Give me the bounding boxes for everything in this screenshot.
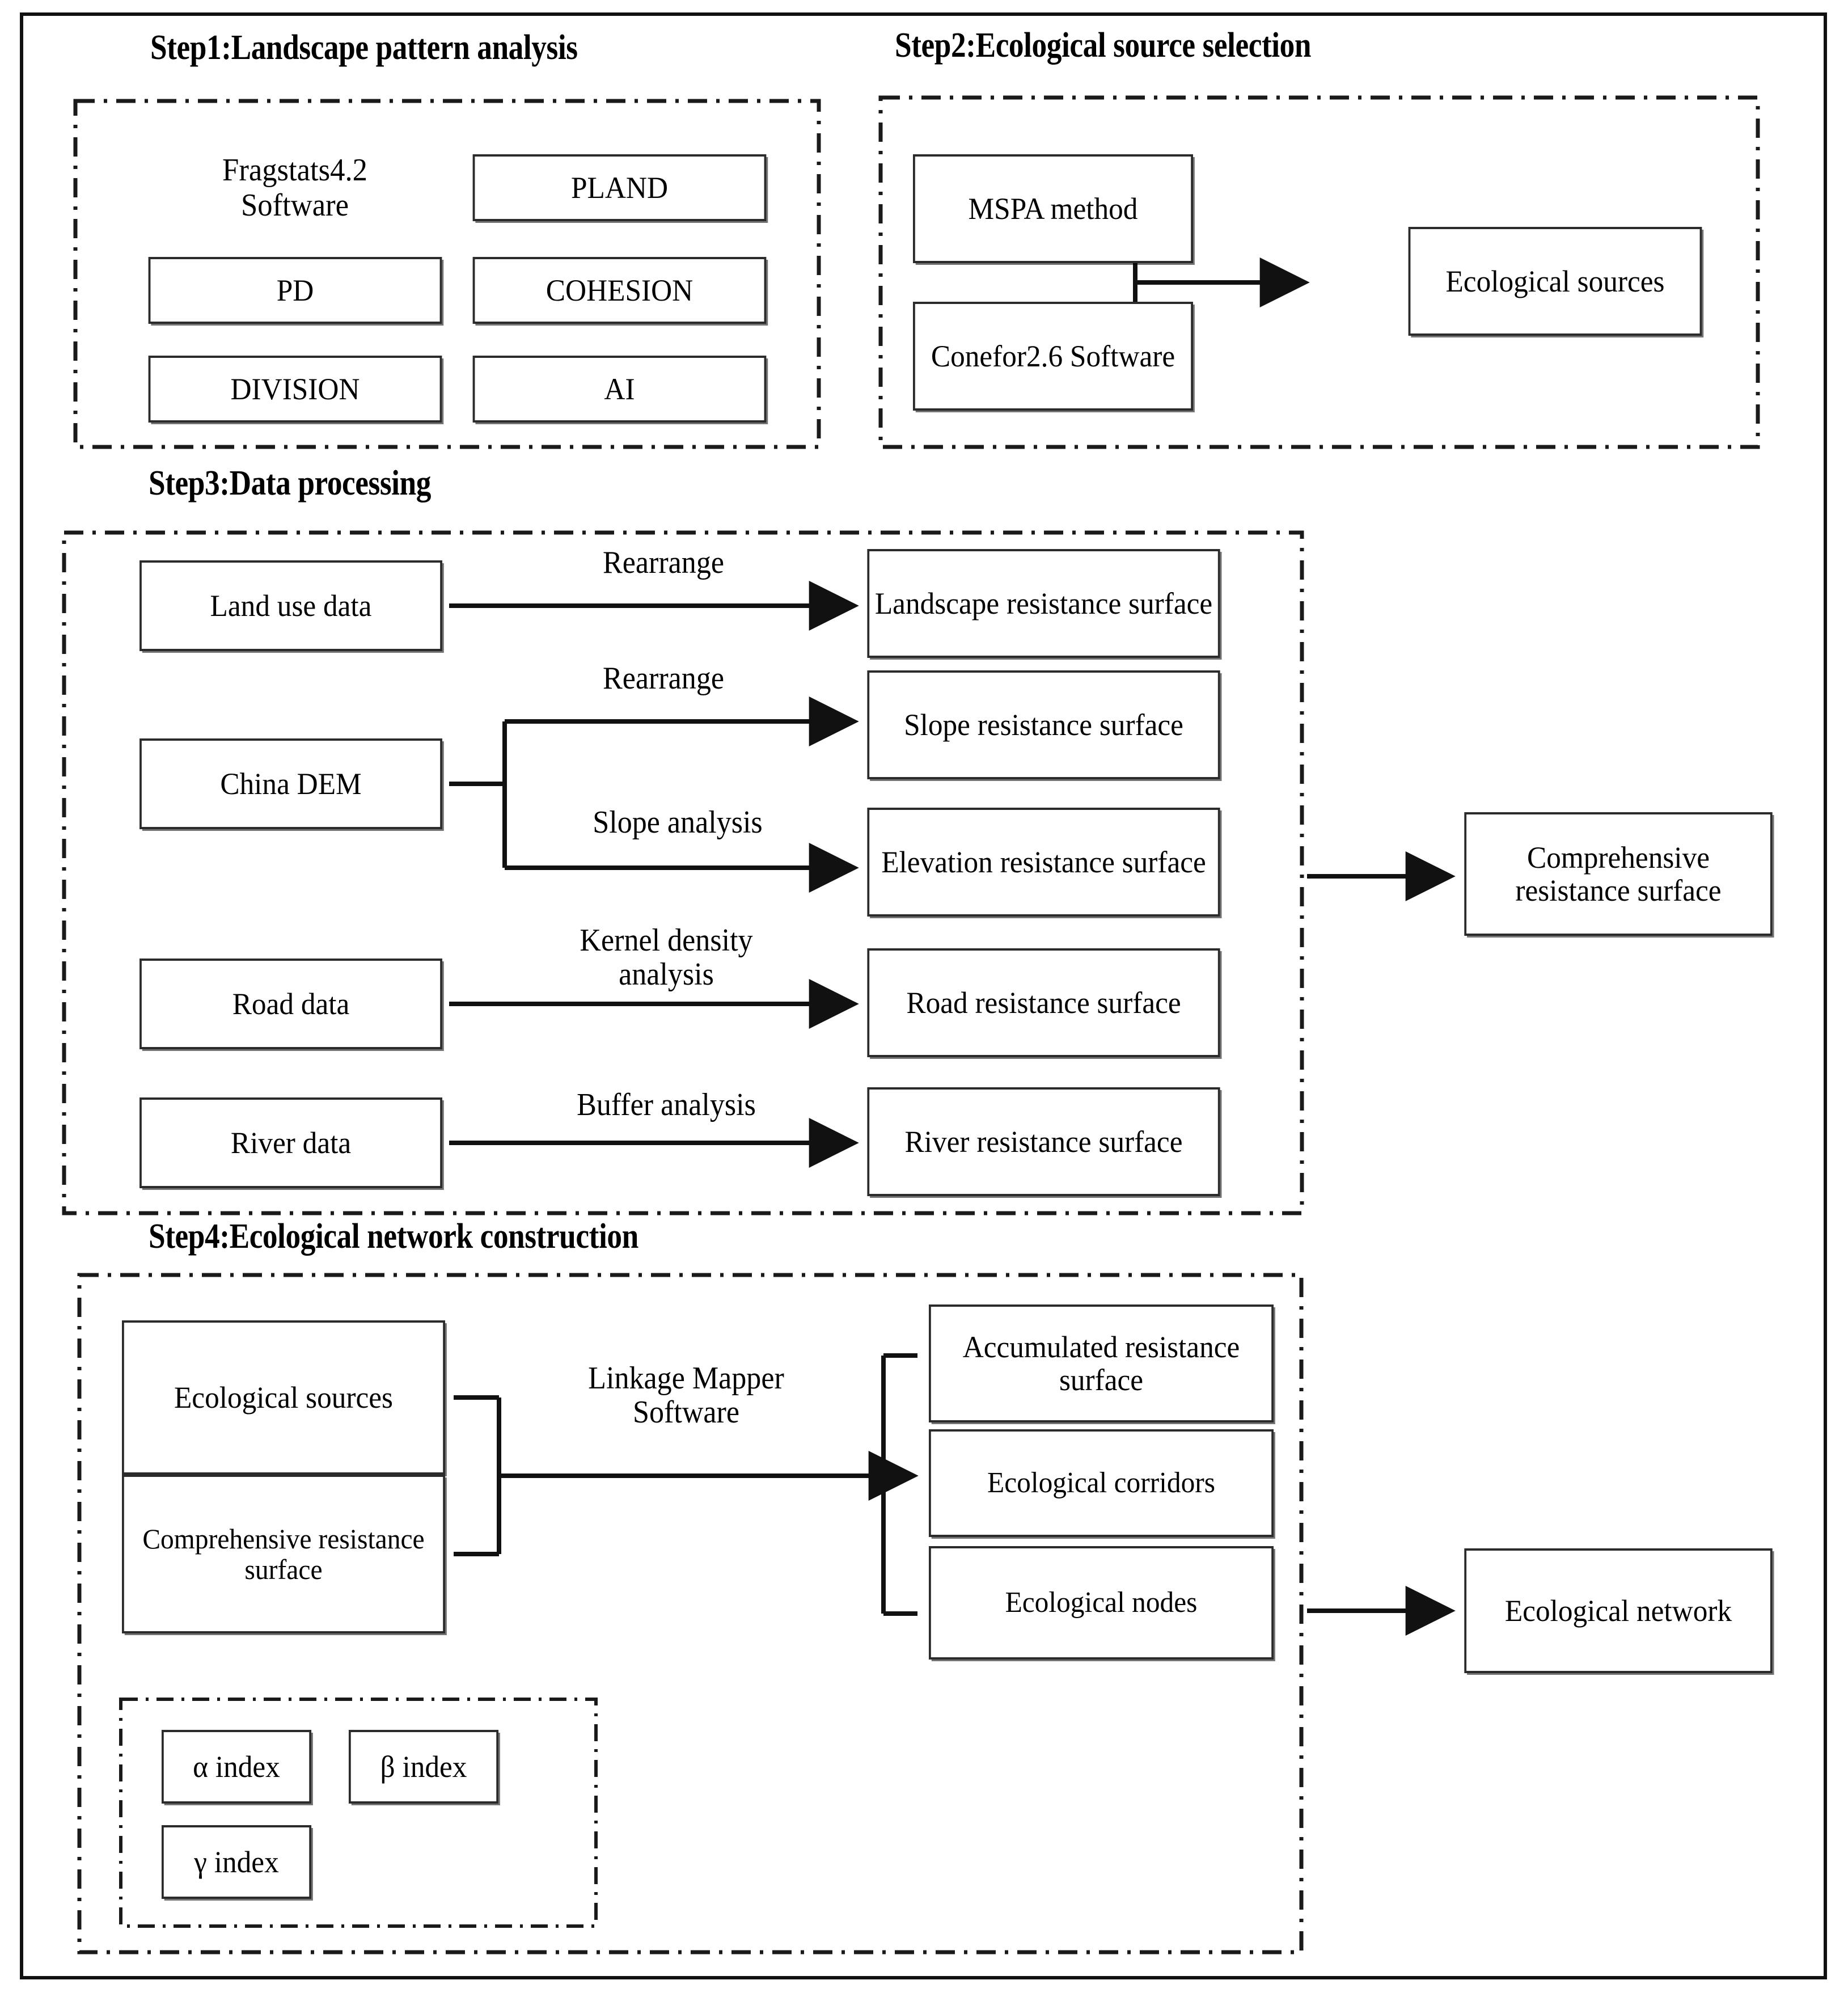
step2-group-border xyxy=(878,95,1760,449)
step3-box-comprehensive-resistance-surface[interactable]: Comprehensive resistance surface xyxy=(1464,812,1773,936)
step4-box-accumulated-resistance-surface[interactable]: Accumulated resistance surface xyxy=(929,1304,1274,1422)
step3-group-border xyxy=(62,530,1304,1215)
step3-box-river-resistance-surface[interactable]: River resistance surface xyxy=(867,1087,1220,1196)
step3-label-kernel-density-analysis: Kernel density analysis xyxy=(580,923,753,993)
step3-label-slope-analysis: Slope analysis xyxy=(593,805,763,840)
fragstats-software-label: Fragstats4.2 Software xyxy=(222,153,367,223)
step4-title: Step4:Ecological network construction xyxy=(149,1217,638,1256)
step2-box-mspa-method[interactable]: MSPA method xyxy=(913,154,1193,263)
step3-label-rearrange-dem: Rearrange xyxy=(603,661,724,696)
metric-box-pd[interactable]: PD xyxy=(148,257,442,324)
outer-frame xyxy=(20,12,1827,1979)
step4-group-border xyxy=(77,1273,1304,1954)
step4-box-alpha-index[interactable]: α index xyxy=(161,1730,312,1804)
step4-indices-group-border xyxy=(119,1698,598,1928)
metric-box-division[interactable]: DIVISION xyxy=(148,356,442,423)
step3-box-china-dem[interactable]: China DEM xyxy=(139,738,442,829)
metric-box-pland[interactable]: PLAND xyxy=(472,154,767,221)
step4-box-ecological-sources[interactable]: Ecological sources xyxy=(122,1320,445,1475)
step2-box-ecological-sources[interactable]: Ecological sources xyxy=(1408,227,1702,336)
step3-box-river-data[interactable]: River data xyxy=(139,1097,442,1188)
step4-box-gamma-index[interactable]: γ index xyxy=(161,1825,312,1899)
step3-label-buffer-analysis: Buffer analysis xyxy=(577,1087,756,1122)
metric-box-cohesion[interactable]: COHESION xyxy=(472,257,767,324)
step3-label-rearrange-landuse: Rearrange xyxy=(603,545,724,580)
step4-label-linkage-mapper-software: Linkage Mapper Software xyxy=(588,1361,784,1430)
step4-box-beta-index[interactable]: β index xyxy=(348,1730,499,1804)
metric-box-ai[interactable]: AI xyxy=(472,356,767,423)
step3-box-road-data[interactable]: Road data xyxy=(139,959,442,1049)
step3-title: Step3:Data processing xyxy=(149,464,432,503)
step3-box-elevation-resistance-surface[interactable]: Elevation resistance surface xyxy=(867,808,1220,917)
step4-box-ecological-nodes[interactable]: Ecological nodes xyxy=(929,1546,1274,1660)
step4-box-comprehensive-resistance-surface[interactable]: Comprehensive resistance surface xyxy=(122,1475,445,1633)
step2-title: Step2:Ecological source selection xyxy=(895,26,1312,65)
step3-box-road-resistance-surface[interactable]: Road resistance surface xyxy=(867,948,1220,1057)
step3-box-landscape-resistance-surface[interactable]: Landscape resistance surface xyxy=(867,549,1220,658)
step2-box-conefor-software[interactable]: Conefor2.6 Software xyxy=(913,302,1193,411)
step3-box-land-use-data[interactable]: Land use data xyxy=(139,560,442,651)
step1-group-border xyxy=(73,99,821,449)
step1-title: Step1:Landscape pattern analysis xyxy=(150,28,578,67)
step3-box-slope-resistance-surface[interactable]: Slope resistance surface xyxy=(867,670,1220,779)
step4-box-ecological-corridors[interactable]: Ecological corridors xyxy=(929,1429,1274,1537)
step4-box-ecological-network[interactable]: Ecological network xyxy=(1464,1548,1773,1673)
